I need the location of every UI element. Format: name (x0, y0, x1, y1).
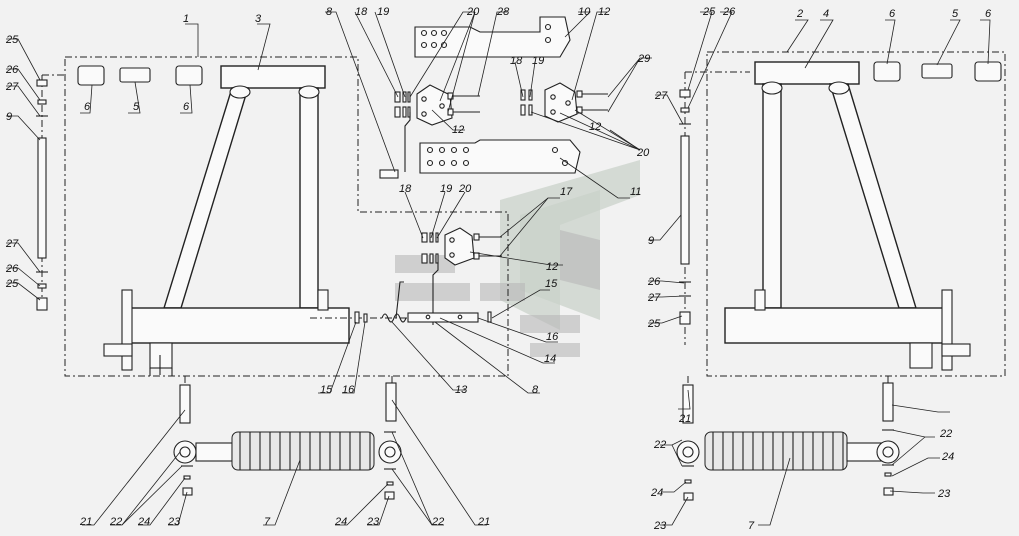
callout-26-a: 26 (5, 64, 19, 76)
callout-7-a: 7 (264, 516, 271, 528)
right-frame (724, 61, 971, 371)
callout-5-b: 5 (952, 8, 959, 20)
shock-absorber-right (676, 382, 900, 471)
callout-16-a: 16 (546, 331, 559, 343)
callout-19-a: 19 (377, 6, 389, 18)
callout-27-a: 27 (5, 81, 19, 93)
callout-26-d: 26 (647, 276, 661, 288)
callout-24-a: 24 (137, 516, 150, 528)
callout-11: 11 (630, 186, 641, 198)
callout-9-a: 9 (6, 111, 12, 123)
fastener-set-upper-left (394, 91, 480, 118)
left-frame (103, 65, 350, 376)
callout-25-c: 25 (702, 6, 716, 18)
callout-22-a: 22 (109, 516, 122, 528)
callout-23-a: 23 (167, 516, 181, 528)
callout-18-a: 18 (355, 6, 368, 18)
callout-29: 29 (637, 53, 650, 65)
callout-12-d: 12 (546, 261, 558, 273)
fastener-set-middle (421, 232, 502, 264)
lever-8-lower (432, 262, 439, 325)
callout-6-c: 6 (889, 8, 896, 20)
callout-12-c: 12 (589, 121, 601, 133)
watermark-logo (395, 160, 640, 357)
callout-6-b: 6 (183, 101, 190, 113)
callout-23-c: 23 (653, 520, 667, 532)
callout-3: 3 (255, 13, 262, 25)
callout-22-d: 22 (939, 428, 952, 440)
callout-28: 28 (496, 6, 510, 18)
bracket-12-b (544, 82, 578, 123)
bushing-pin-set-left (77, 65, 203, 86)
callout-12-a: 12 (598, 6, 610, 18)
frame-boundary-right (706, 51, 1006, 377)
callout-27-d: 27 (647, 292, 661, 304)
callout-21-c: 21 (678, 413, 691, 425)
callout-labels: 1 3 2 4 6 5 6 6 5 6 25 26 27 9 27 26 25 … (5, 6, 992, 532)
callout-8-a: 8 (326, 6, 333, 18)
callout-27-b: 27 (5, 238, 19, 250)
shock-absorber-left (173, 382, 402, 471)
callout-23-d: 23 (937, 488, 951, 500)
callout-2: 2 (796, 8, 803, 20)
bolts-15-16 (354, 311, 492, 324)
callout-12-b: 12 (452, 124, 464, 136)
callout-6-d: 6 (985, 8, 992, 20)
callout-20-a: 20 (466, 6, 480, 18)
callout-25-b: 25 (5, 278, 19, 290)
callout-15-b: 15 (320, 384, 333, 396)
callout-20-c: 20 (458, 183, 472, 195)
callout-18-c: 18 (399, 183, 412, 195)
callout-1: 1 (183, 13, 189, 25)
bracket-12-a (416, 84, 453, 126)
callout-21-b: 21 (477, 516, 490, 528)
callout-25-d: 25 (647, 318, 661, 330)
callout-17: 17 (560, 186, 573, 198)
callout-20-b: 20 (636, 147, 650, 159)
callout-19-b: 19 (532, 55, 544, 67)
tie-rod-left (36, 79, 48, 311)
callout-22-b: 22 (431, 516, 444, 528)
callout-18-b: 18 (510, 55, 523, 67)
callout-9-b: 9 (648, 235, 654, 247)
callout-26-c: 26 (722, 6, 736, 18)
spring-13 (381, 281, 407, 323)
bracket-12-c (444, 227, 475, 266)
callout-24-c: 24 (650, 487, 663, 499)
callout-10: 10 (578, 6, 591, 18)
leader-lines (6, 11, 991, 526)
callout-6-a: 6 (84, 101, 91, 113)
callout-22-c: 22 (653, 439, 666, 451)
rod-14 (407, 312, 479, 323)
callout-13: 13 (455, 384, 468, 396)
callout-7-b: 7 (748, 520, 755, 532)
callout-4: 4 (823, 8, 829, 20)
tie-rod-right (679, 89, 691, 325)
frame-boundary-left (64, 56, 509, 377)
bushing-pin-set-right (873, 61, 1002, 82)
callout-19-c: 19 (440, 183, 452, 195)
callout-15-a: 15 (545, 278, 558, 290)
callout-27-c: 27 (654, 90, 668, 102)
callout-5-a: 5 (133, 101, 140, 113)
callout-25-a: 25 (5, 34, 19, 46)
callout-24-b: 24 (334, 516, 347, 528)
callout-16-b: 16 (342, 384, 355, 396)
lever-8-upper (379, 112, 411, 179)
callout-21-a: 21 (79, 516, 92, 528)
plate-11 (419, 139, 581, 174)
callout-23-b: 23 (366, 516, 380, 528)
callout-26-b: 26 (5, 263, 19, 275)
callout-24-d: 24 (941, 451, 954, 463)
callout-8-b: 8 (532, 384, 539, 396)
callout-14: 14 (544, 353, 556, 365)
